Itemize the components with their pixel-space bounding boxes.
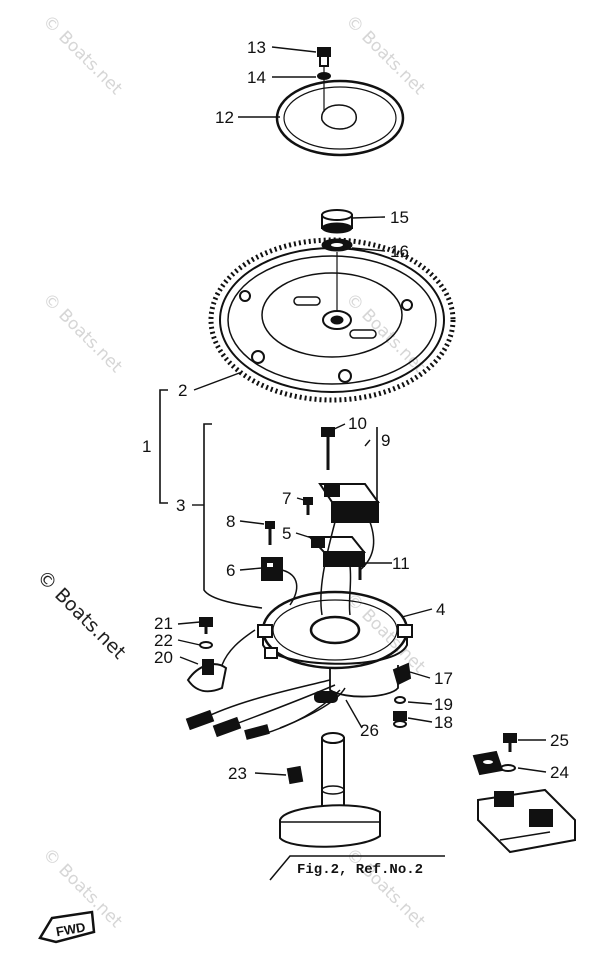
callout-1: 1 <box>142 437 151 456</box>
leader-lines <box>177 46 547 776</box>
figure-reference: Fig.2, Ref.No.2 <box>297 862 423 878</box>
callout-9: 9 <box>381 431 390 450</box>
watermark: © Boats.net <box>341 11 429 99</box>
callout-25: 25 <box>550 731 569 750</box>
watermark: © Boats.net <box>341 844 429 932</box>
callout-8: 8 <box>226 512 235 531</box>
callout-2: 2 <box>178 381 187 400</box>
callout-7: 7 <box>282 489 291 508</box>
bracket-parts <box>392 662 412 728</box>
callout-13: 13 <box>247 38 266 57</box>
callout-15: 15 <box>390 208 409 227</box>
callout-5: 5 <box>282 524 291 543</box>
callout-20: 20 <box>154 648 173 667</box>
lever-parts <box>186 617 228 693</box>
callout-26: 26 <box>360 721 379 740</box>
stator-assembly <box>185 427 413 740</box>
callout-14: 14 <box>247 68 266 87</box>
callout-11: 11 <box>392 554 410 573</box>
callout-12: 12 <box>215 108 234 127</box>
callout-17: 17 <box>434 669 453 688</box>
callout-16: 16 <box>390 242 409 261</box>
callout-4: 4 <box>436 600 445 619</box>
group-brackets <box>159 389 378 609</box>
callout-numbers: 13 14 12 15 16 2 1 3 10 9 7 8 5 6 11 4 2… <box>142 38 569 783</box>
mount-bracket <box>472 733 576 854</box>
watermark: © Boats.net <box>38 11 126 99</box>
watermark: © Boats.net <box>38 289 126 377</box>
callout-6: 6 <box>226 561 235 580</box>
callout-22: 22 <box>154 631 173 650</box>
flywheel <box>208 209 456 403</box>
callout-23: 23 <box>228 764 247 783</box>
fwd-arrow: FWD <box>38 910 96 944</box>
callout-21: 21 <box>154 614 173 633</box>
cover-plate <box>275 47 405 157</box>
callout-10: 10 <box>348 414 367 433</box>
shaft-base <box>269 732 445 881</box>
callout-19: 19 <box>434 695 453 714</box>
watermark-main: © Boats.net <box>32 566 130 664</box>
callout-3: 3 <box>176 496 185 515</box>
watermark: © Boats.net <box>341 289 429 377</box>
callout-18: 18 <box>434 713 453 732</box>
fwd-label: FWD <box>55 919 87 939</box>
callout-24: 24 <box>550 763 569 782</box>
